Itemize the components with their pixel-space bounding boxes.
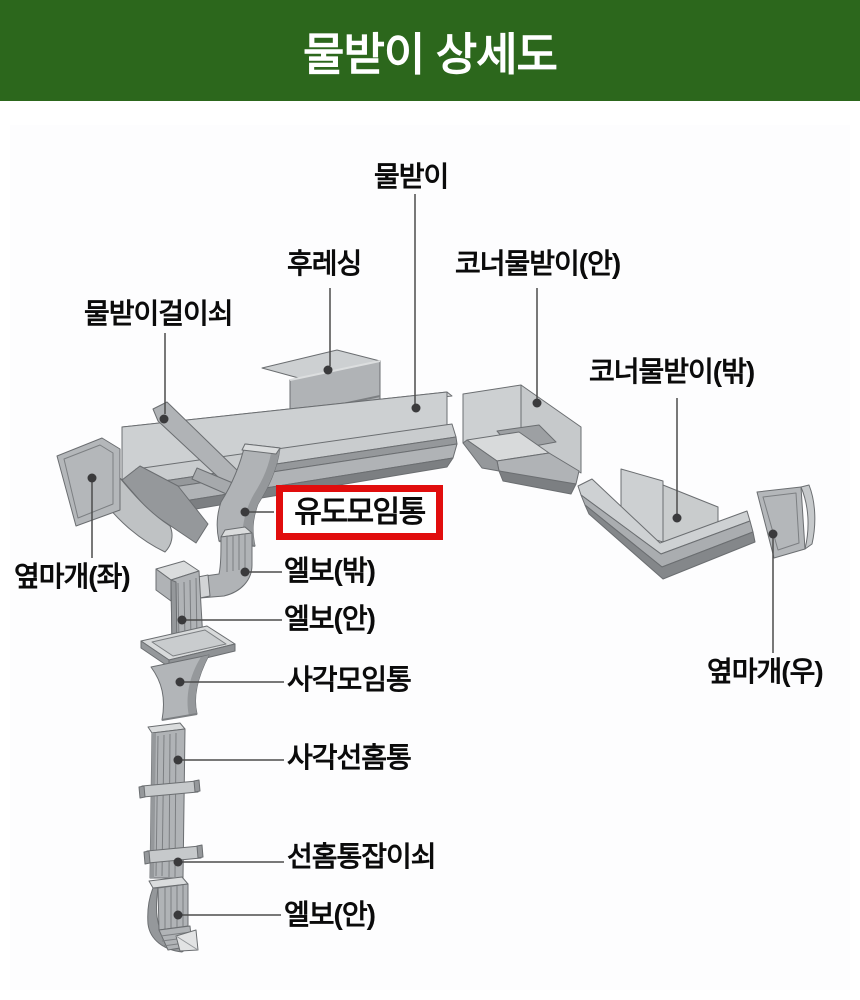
- label-downspout-bracket: 선홈통잡이쇠: [287, 841, 437, 872]
- title-bar: 물받이 상세도: [0, 0, 860, 101]
- label-outside-corner-gutter: 코너물받이(밖): [589, 356, 755, 387]
- label-gutter-hanger-bracket: 물받이걸이쇠: [84, 298, 234, 329]
- label-elbow-inside: 엘보(안): [284, 603, 376, 634]
- label-drop-outlet-funnel-highlighted: 유도모임통: [276, 485, 443, 540]
- square-collector-box-part: [140, 625, 236, 721]
- label-square-downspout: 사각선홈통: [287, 742, 412, 773]
- label-elbow-outside: 엘보(밖): [284, 555, 376, 586]
- elbow-inside-part: [155, 560, 204, 647]
- end-cap-left-part: [56, 437, 173, 553]
- end-cap-right-part: [756, 484, 816, 559]
- outside-corner-gutter-part: [577, 468, 756, 580]
- label-square-collector-box: 사각모임통: [287, 664, 412, 695]
- drop-outlet-funnel-part: [216, 443, 281, 547]
- label-inside-corner-gutter: 코너물받이(안): [455, 248, 621, 279]
- downspout-bracket-part: [138, 779, 204, 865]
- inside-corner-gutter-part: [462, 384, 582, 495]
- label-gutter: 물받이: [374, 161, 449, 192]
- label-elbow-inside-bottom: 엘보(안): [284, 899, 376, 930]
- flashing-part: [261, 349, 381, 432]
- leader-dots: [87, 365, 778, 920]
- page-title: 물받이 상세도: [303, 29, 558, 80]
- leader-lines: [91, 194, 774, 916]
- elbow-outside-part: [197, 526, 253, 599]
- label-end-cap-right: 옆마개(우): [707, 656, 824, 687]
- label-flashing: 후레싱: [287, 248, 362, 279]
- label-end-cap-left: 옆마개(좌): [14, 561, 131, 592]
